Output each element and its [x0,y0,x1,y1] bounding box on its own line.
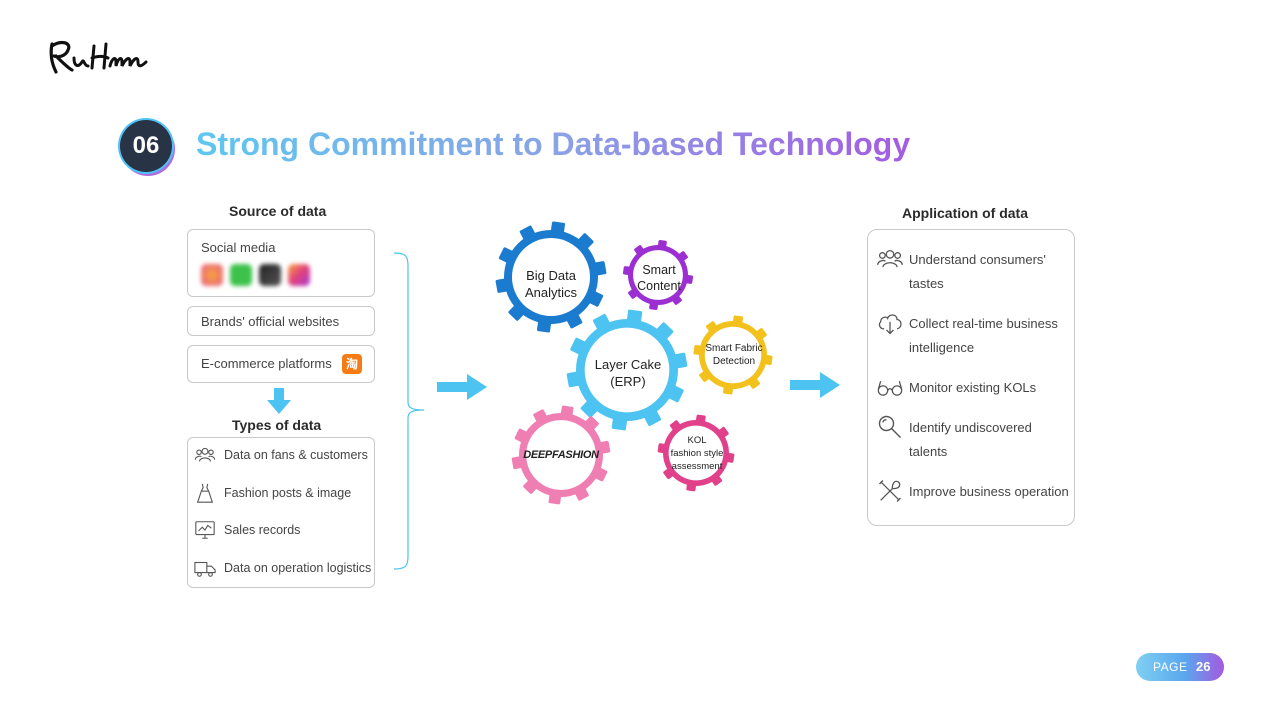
gear-label-smart-fabric: Smart Fabric Detection [705,343,763,367]
glasses-icon [877,380,903,396]
down-arrow [267,388,291,414]
gear-deepfashion [511,405,611,505]
deepfashion-logo: DEEPFASHION [523,449,599,461]
list-item: Data on fans & customers [194,443,368,467]
application-label: Improve business operation [909,484,1069,499]
type-label: Sales records [224,523,301,537]
application-label: Collect real-time business intelligence [909,316,1058,355]
ecommerce-label: E-commerce platforms [201,356,332,371]
social-media-label: Social media [201,240,276,255]
brands-websites-box: Brands' official websites [187,306,375,336]
application-label: Identify undiscovered talents [909,420,1032,459]
taobao-icon: 淘 [342,354,362,374]
ecommerce-box: E-commerce platforms 淘 [187,345,375,383]
right-arrow-left [437,374,487,400]
type-label: Data on fans & customers [224,448,368,462]
gear-label-smart-content: Smart Content [637,263,681,293]
ruhnn-logo [49,40,148,74]
gear-label-big-data: Big Data Analytics [524,268,578,300]
list-item: Monitor existing KOLs [876,376,1069,401]
instagram-icon [288,264,310,286]
application-label: Monitor existing KOLs [909,380,1037,395]
application-heading: Application of data [902,205,1028,221]
application-label: Understand consumers' tastes [909,252,1046,291]
list-item: Data on operation logistics [194,556,371,580]
weibo-icon [201,264,223,286]
list-item: Understand consumers' tastes [876,248,1069,296]
people-icon [877,249,903,268]
section-number-badge: 06 [120,120,172,172]
right-arrow-right [790,372,840,398]
page-indicator: PAGE 26 [1136,653,1224,681]
types-box: Data on fans & customers Fashion posts &… [187,437,375,588]
list-item: Identify undiscovered talents [876,415,1069,464]
type-label: Data on operation logistics [224,561,372,575]
gear-label-layer-cake: Layer Cake (ERP) [594,357,662,389]
brands-websites-label: Brands' official websites [201,314,340,329]
page-title: Strong Commitment to Data-based Technolo… [196,126,911,162]
gear-smart-content [622,239,694,311]
types-heading: Types of data [232,417,322,433]
page-number: 26 [1196,659,1211,674]
wechat-icon [230,264,252,286]
truck-icon [194,561,216,577]
list-item: Improve business operation [876,480,1069,505]
bracket [393,252,425,570]
list-item: Fashion posts & image [194,481,351,505]
gear-smart-fabric [693,315,773,395]
tools-icon [879,480,901,502]
dress-icon [196,483,214,503]
list-item: Sales records [194,518,300,542]
magnifier-icon [878,415,901,438]
gear-big-data [495,221,607,333]
tiktok-icon [259,264,281,286]
application-box: Understand consumers' tastes Collect rea… [867,229,1075,526]
gear-kol [657,414,735,492]
type-label: Fashion posts & image [224,486,352,500]
gear-label-kol: KOL fashion style assessment [670,435,724,472]
gears-diagram [495,221,773,505]
list-item: Collect real-time business intelligence [876,312,1069,360]
page-label: PAGE [1153,660,1188,674]
source-heading: Source of data [229,203,327,219]
social-media-box: Social media [187,229,375,297]
chart-monitor-icon [195,521,215,539]
gear-layer-cake [566,309,688,431]
people-icon [194,447,216,462]
cloud-download-icon [878,314,902,335]
